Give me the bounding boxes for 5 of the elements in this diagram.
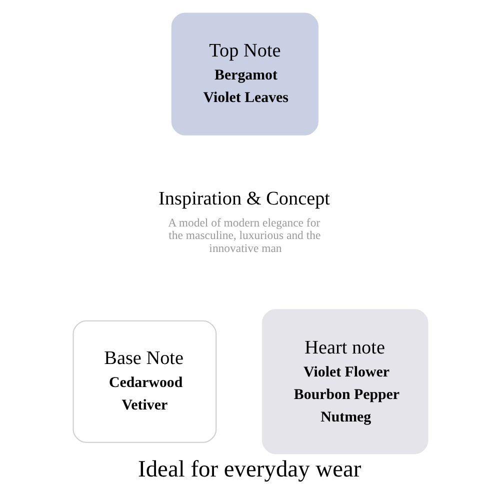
node-box: Heart note Violet Flower Bourbon Pepper Nutmeg — [261, 308, 428, 454]
node-box: Base Note Cedarwood Vetiver — [72, 320, 216, 442]
caption: Ideal for everyday wear — [138, 456, 361, 482]
node-text: Inspiration & Concept A model of modern elegance for the masculine, luxurious and the innovative man — [158, 188, 330, 254]
node-box: Top Note Bergamot Violet Leaves — [170, 12, 318, 135]
